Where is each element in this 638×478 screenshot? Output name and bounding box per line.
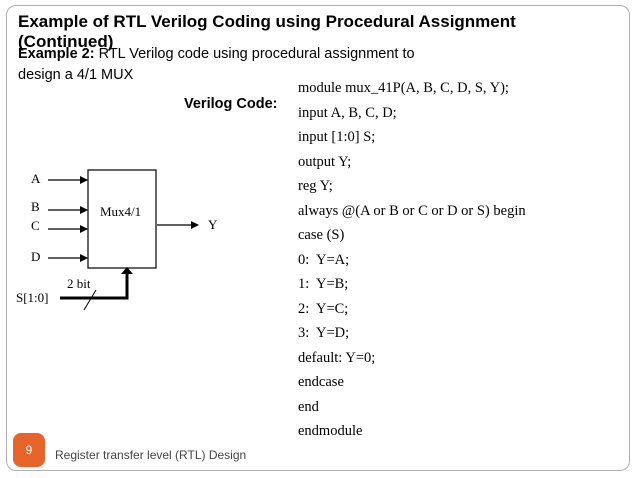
input-a-label: A [31, 171, 41, 186]
code-line: module mux_41P(A, B, C, D, S, Y); [298, 80, 509, 96]
intro-line2: design a 4/1 MUX [18, 67, 134, 83]
verilog-code: module mux_41P(A, B, C, D, S, Y); input … [298, 80, 526, 448]
page-number-badge: 9 [13, 433, 45, 467]
code-line: always @(A or B or C or D or S) begin [298, 202, 526, 219]
code-line: input A, B, C, D; [298, 104, 397, 121]
select-bus-wire [60, 272, 129, 300]
intro-rest: RTL Verilog code using procedural assign… [94, 46, 415, 62]
select-bus-arrowhead [121, 267, 133, 274]
code-line: endmodule [298, 423, 363, 439]
code-line: 3: Y=D; [298, 325, 350, 341]
code-line: output Y; [298, 153, 352, 170]
slide-frame [6, 5, 630, 471]
code-label: Verilog Code: [184, 96, 278, 112]
slide-title-continued: (Continued) [18, 32, 114, 51]
code-line: default: Y=0; [298, 349, 376, 366]
input-c-label: C [31, 218, 40, 233]
mux-block [87, 169, 157, 269]
intro-text: Example 2: RTL Verilog code using proced… [18, 44, 415, 86]
mux-block-label: Mux4/1 [100, 204, 141, 219]
code-line: input [1:0] S; [298, 129, 376, 145]
bus-slash [83, 289, 97, 311]
code-line: case (S) [298, 227, 345, 243]
code-line: 1: Y=B; [298, 276, 349, 292]
input-d-label: D [31, 249, 40, 264]
select-label: S[1:0] [16, 290, 49, 305]
bus-width-label: 2 bit [67, 276, 91, 291]
code-line: reg Y; [298, 178, 333, 194]
code-line: end [298, 398, 319, 415]
code-line: 2: Y=C; [298, 300, 349, 317]
footer-text: Register transfer level (RTL) Design [55, 448, 247, 462]
input-b-label: B [31, 199, 40, 214]
code-line: 0: Y=A; [298, 251, 350, 268]
output-y-label: Y [208, 217, 218, 232]
slide-title: Example of RTL Verilog Coding using Proc… [18, 12, 516, 31]
code-line: endcase [298, 374, 344, 390]
intro-bold: Example 2: [18, 46, 95, 62]
